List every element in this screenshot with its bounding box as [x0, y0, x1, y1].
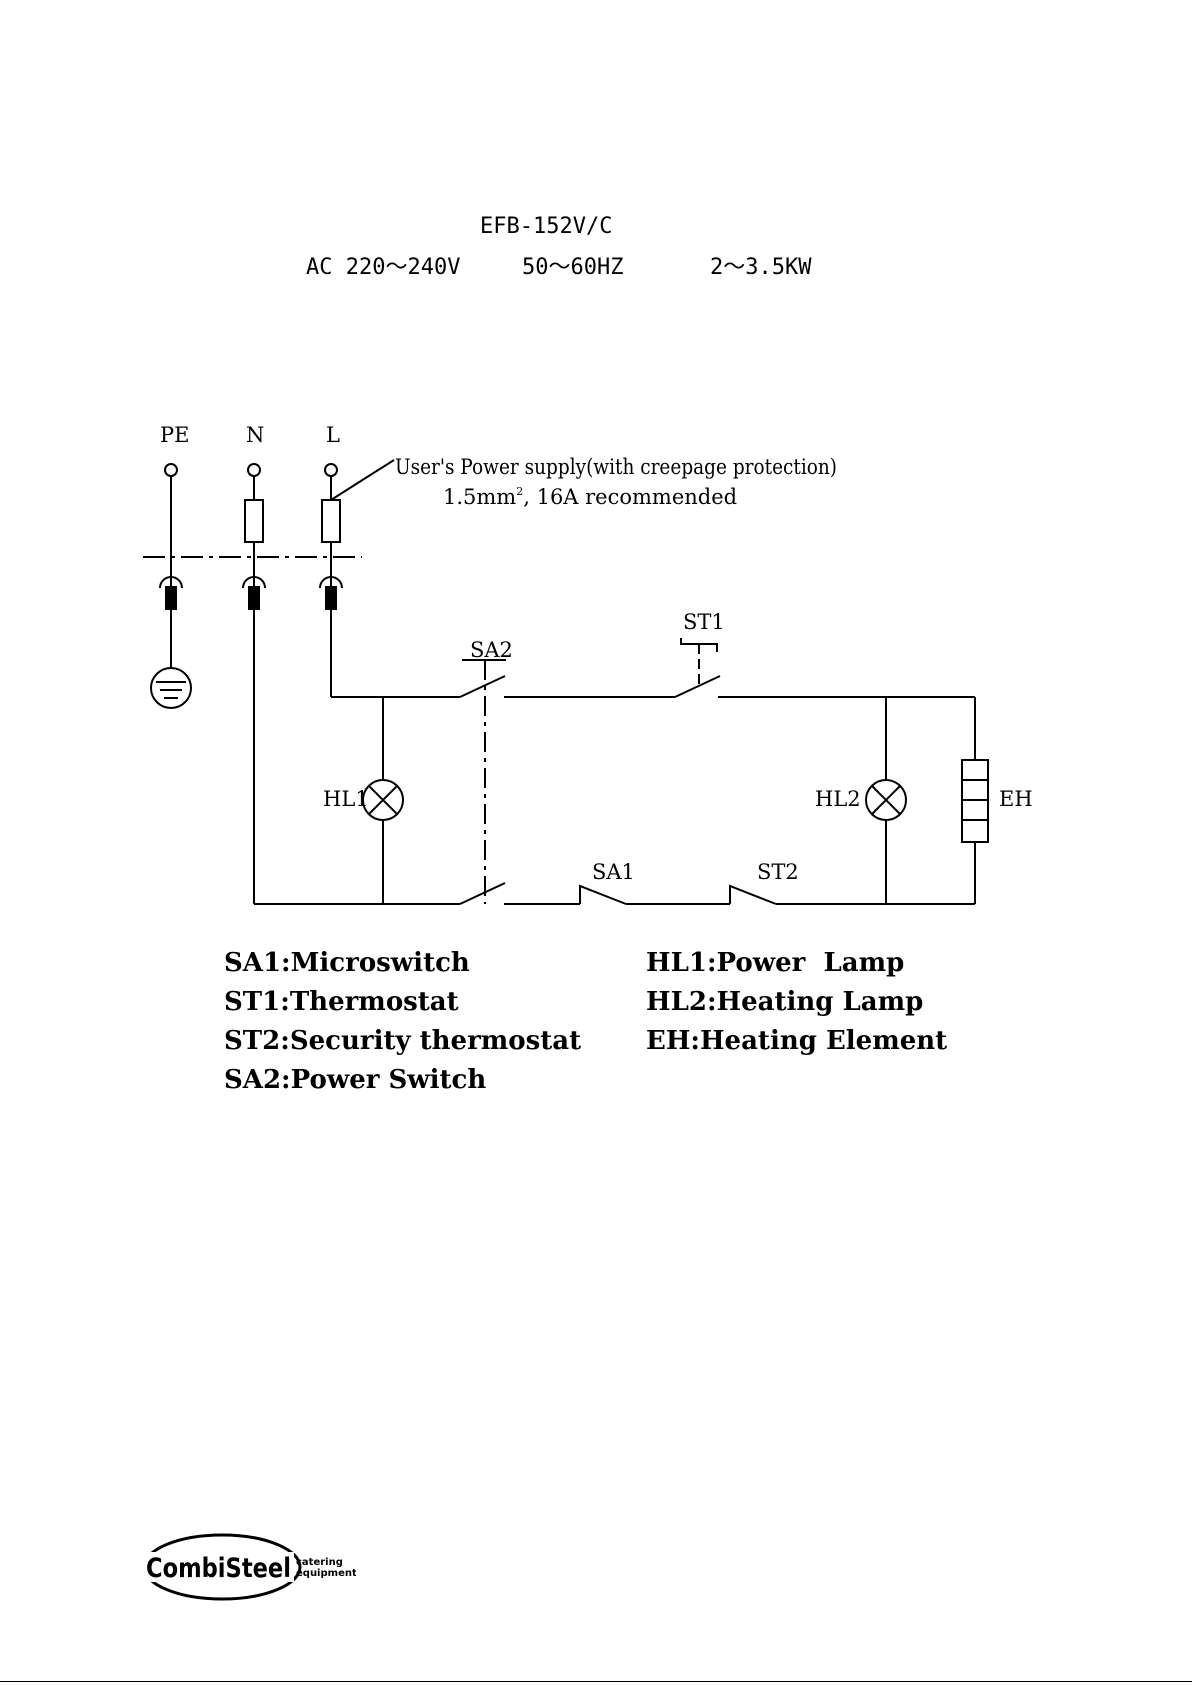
pe-label: PE — [160, 423, 189, 447]
st1-contact — [674, 675, 721, 698]
l-fuse-icon — [321, 499, 341, 543]
supply-note-line2: 1.5mm2, 16A recommended — [443, 485, 737, 509]
st2-contact — [729, 884, 777, 905]
l-label: L — [326, 423, 340, 447]
eh-heating-element-icon — [961, 759, 989, 843]
sa1-label: SA1 — [592, 860, 635, 884]
pe-terminal-icon — [164, 463, 178, 477]
n-label: N — [246, 423, 264, 447]
legend-item: SA2:Power Switch — [224, 1065, 487, 1095]
st1-label: ST1 — [683, 610, 725, 634]
n-fuse-icon — [244, 499, 264, 543]
ground-icon — [150, 667, 192, 709]
logo-tagline-1: catering — [296, 1557, 343, 1568]
logo-brand: CombiSteel — [146, 1553, 291, 1584]
model-title: EFB-152V/C — [480, 214, 613, 239]
hl2-label: HL2 — [815, 787, 861, 811]
st2-label: ST2 — [757, 860, 799, 884]
sa2-top-contact — [459, 675, 506, 698]
sa2-label: SA2 — [470, 638, 513, 662]
legend-item: EH:Heating Element — [646, 1026, 948, 1056]
hl1-lamp-icon — [362, 779, 404, 821]
voltage-spec: AC 220～240V — [306, 255, 461, 280]
power-spec: 2～3.5KW — [710, 255, 812, 280]
eh-label: EH — [999, 787, 1033, 811]
supply-note-line1: User's Power supply(with creepage protec… — [395, 455, 837, 479]
legend-item: ST2:Security thermostat — [224, 1026, 582, 1056]
page-bottom-rule — [0, 1681, 1192, 1682]
sa1-contact — [579, 884, 627, 905]
legend-item: SA1:Microswitch — [224, 948, 470, 978]
legend-item: HL2:Heating Lamp — [646, 987, 924, 1017]
legend-left: SA1:Microswitch ST1:Thermostat ST2:Secur… — [224, 944, 581, 1100]
legend-item: ST1:Thermostat — [224, 987, 459, 1017]
logo-tagline-2: equipment — [296, 1568, 356, 1579]
hl1-label: HL1 — [323, 787, 369, 811]
combisteel-logo: CombiSteel catering equipment — [144, 1533, 356, 1601]
sa2-bottom-contact — [459, 882, 506, 905]
legend-right: HL1:Power Lamp HL2:Heating Lamp EH:Heati… — [646, 944, 947, 1061]
specs-row: AC 220～240V 50～60HZ 2～3.5KW — [0, 249, 1192, 349]
frequency-spec: 50～60HZ — [522, 255, 624, 280]
l-terminal-icon — [324, 463, 338, 477]
n-terminal-icon — [247, 463, 261, 477]
l-connector-icon — [325, 586, 337, 610]
pe-connector-icon — [165, 586, 177, 610]
legend-item: HL1:Power Lamp — [646, 948, 905, 978]
n-connector-icon — [248, 586, 260, 610]
hl2-lamp-icon — [865, 779, 907, 821]
